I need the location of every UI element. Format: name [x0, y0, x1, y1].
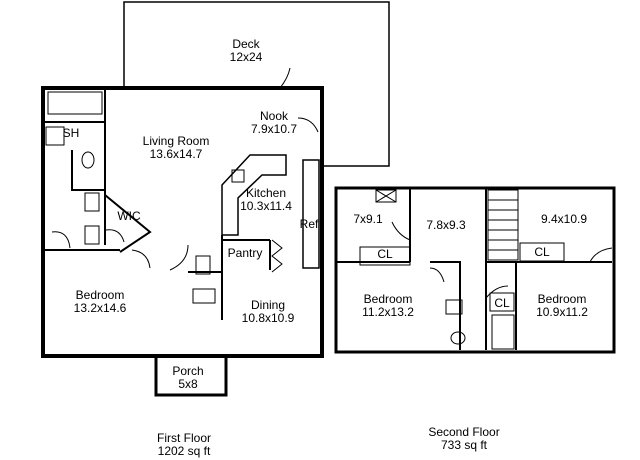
first-floor-title: First Floor [157, 431, 211, 445]
deck-outline [123, 1, 390, 167]
chimney-cross [375, 189, 397, 203]
bedroom-left-label: Bedroom 11.2x13.2 [362, 293, 414, 319]
nook-dims: 7.9x10.7 [250, 122, 298, 136]
deck-label: Deck 12x24 [230, 38, 263, 64]
bedroom-right-label: Bedroom 10.9x11.2 [536, 293, 588, 319]
bedroom-left-dims: 11.2x13.2 [362, 305, 414, 319]
cl-bath-box [489, 292, 515, 312]
living-room-name: Living Room [142, 134, 210, 148]
cl-right-label: CL [534, 246, 549, 259]
bedroom-door-arc [131, 249, 151, 269]
living-room-dims: 13.6x14.7 [149, 147, 203, 161]
stove [231, 169, 245, 183]
wic-walls [43, 194, 152, 253]
fridge-wall [302, 159, 320, 269]
bedroom-left-door-arc [391, 221, 411, 241]
porch-outline [154, 354, 228, 397]
chimney-box [375, 189, 397, 203]
kitchen-dims: 10.3x11.4 [240, 199, 292, 213]
kitchen-label: Kitchen 10.3x11.4 [240, 187, 292, 213]
cl-left-label: CL [377, 248, 392, 261]
room-b-dims: 7.8x9.3 [426, 218, 466, 232]
pantry-walls [188, 235, 271, 320]
wic-name: WIC [117, 209, 141, 223]
shower-fixture [45, 126, 65, 146]
ref-label: Ref [300, 218, 319, 231]
porch-name: Porch [172, 364, 204, 378]
bath-toilet-second [450, 331, 466, 345]
sh-label: SH [63, 127, 80, 140]
first-floor-area: 1202 sq ft [157, 444, 211, 458]
sh-walls [43, 88, 106, 245]
tub-half-bath [192, 288, 216, 304]
deck-dims: 12x24 [229, 50, 263, 64]
nook-door-arc [297, 117, 319, 133]
wic-label: WIC [117, 210, 140, 223]
kitchen-name: Kitchen [245, 186, 287, 200]
bedroom-right-dims: 10.9x11.2 [536, 305, 588, 319]
cl-left-name: CL [377, 247, 393, 261]
second-floor-area: 733 sq ft [440, 438, 488, 452]
second-floor-interior-walls [336, 188, 612, 350]
second-floor-title: Second Floor [428, 425, 500, 439]
bedroom-right-name: Bedroom [537, 292, 587, 306]
room-a-dims: 7x9.1 [353, 212, 383, 226]
deck-door-arc [279, 67, 291, 89]
deck-name: Deck [232, 37, 260, 51]
sh-name: SH [62, 126, 80, 140]
porch-dims: 5x8 [178, 377, 198, 391]
cl-right-name: CL [534, 245, 550, 259]
porch-label: Porch 5x8 [172, 365, 203, 391]
living-room-label: Living Room 13.6x14.7 [143, 135, 210, 161]
bedroom-dims: 13.2x14.6 [73, 301, 127, 315]
toilet-half-bath [195, 255, 211, 275]
room-c-dims: 9.4x10.9 [540, 212, 588, 226]
stair-treads [488, 199, 518, 251]
room-a-label: 7x9.1 [353, 213, 382, 226]
stairs [487, 189, 519, 261]
dining-label: Dining 10.8x10.9 [242, 299, 295, 325]
sink-2 [84, 225, 100, 245]
pantry-name: Pantry [227, 246, 263, 260]
cl-bath-name: CL [494, 296, 510, 310]
bathtub [47, 91, 103, 115]
bath-sink-second [445, 299, 463, 315]
dining-name: Dining [250, 298, 286, 312]
bedroom-right-door-arc [589, 247, 613, 263]
cl-bath-label: CL [494, 297, 509, 310]
nook-label: Nook 7.9x10.7 [251, 110, 297, 136]
second-floor-outer-wall [334, 186, 616, 354]
cl-left-box [359, 246, 411, 266]
bath-door-arc [485, 285, 509, 299]
bedroom-name: Bedroom [75, 288, 125, 302]
ref-name: Ref [299, 217, 319, 231]
cl-right-box [519, 242, 565, 262]
first-floor-caption: First Floor 1202 sq ft [157, 432, 211, 458]
kitchen-counter [221, 154, 287, 236]
kitchen-door-arc [169, 244, 189, 271]
dining-dims: 10.8x10.9 [241, 311, 295, 325]
room-c-label: 9.4x10.9 [541, 213, 587, 226]
sink-1 [84, 192, 100, 212]
second-floor-caption: Second Floor 733 sq ft [428, 426, 499, 452]
pantry-shelf [271, 239, 283, 273]
hall-door-arc [429, 267, 445, 283]
bedroom-left-name: Bedroom [363, 292, 413, 306]
wic-door-arc [51, 231, 71, 249]
bedroom-label: Bedroom 13.2x14.6 [74, 289, 127, 315]
toilet-sh [81, 151, 95, 169]
room-b-label: 7.8x9.3 [426, 219, 465, 232]
sh-door-arc [105, 229, 125, 243]
nook-name: Nook [259, 109, 289, 123]
pantry-label: Pantry [228, 247, 263, 260]
bath-tub-second [491, 314, 515, 350]
